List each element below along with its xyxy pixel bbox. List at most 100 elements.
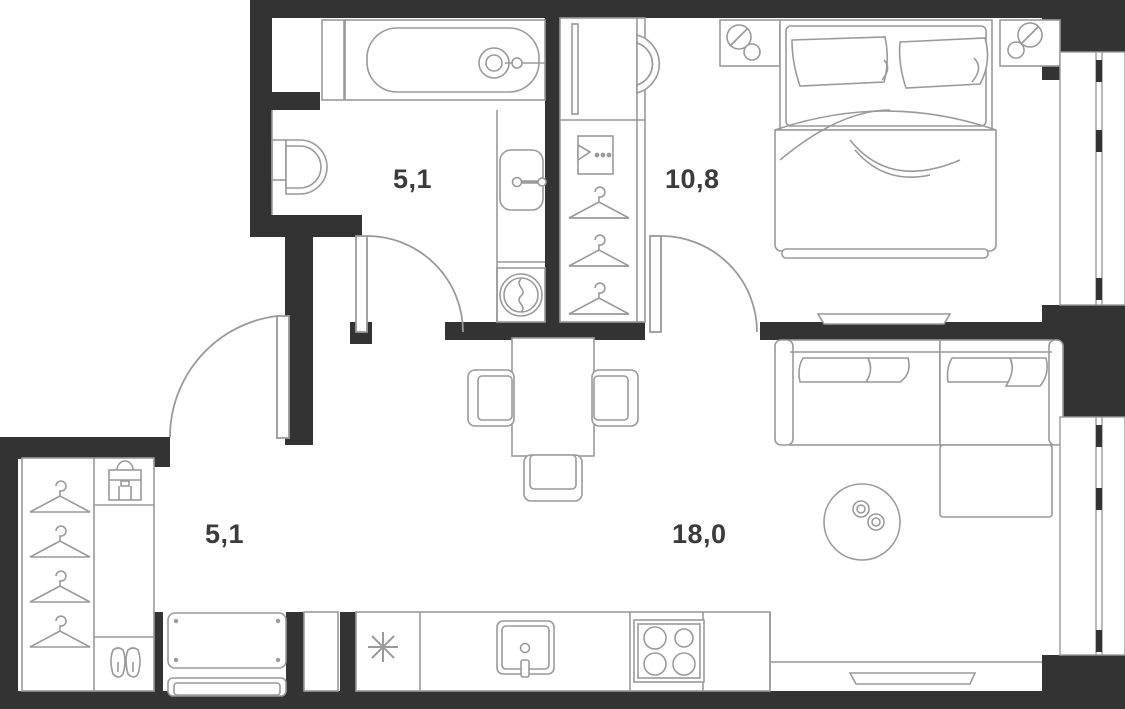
closet-box-dot-1 [594,152,600,158]
bathroom-door-arc [366,235,464,333]
pillow-right [898,37,989,89]
dining-table [511,337,595,457]
sofa-cushion-2b [1004,357,1048,387]
pillow-left [791,36,889,87]
sofa-right-seat [939,339,1053,446]
bathtub-drain-inner [485,54,503,72]
coffee-table [823,483,901,561]
lamp-right-cross [1021,26,1039,44]
wall-bath-alcove [250,92,320,110]
console-dot-1 [173,618,179,624]
bed-duvet-fold-2 [849,139,961,172]
lamp-left-cross [730,28,748,46]
entry-door-reveal [303,611,339,692]
window-living-right [1059,416,1125,656]
closet-hanger-3 [568,282,630,315]
sofa-cushion-1b [864,357,910,383]
kitchen-units [355,611,1042,692]
bathroom-door-leaf[interactable] [355,235,368,333]
closet-box-dot-2 [600,152,606,158]
dining-chair-left [467,369,515,427]
coffee-table-object-1-inner [856,504,866,514]
room-label-bathroom: 5,1 [393,164,433,194]
washing-machine-drum-swirl [518,278,524,313]
radiator-living [848,672,977,685]
closet-hanger-2 [568,234,630,267]
bed-duvet-top-curve [774,110,997,131]
closet-box-flap [577,143,592,162]
hall-hanger-1 [29,480,91,513]
sofa-cushion-2 [946,357,1014,383]
bathroom-door[interactable] [355,235,464,333]
refrigerator-icon [368,632,398,662]
cooktop-burner-2 [674,628,694,648]
pillow-right-crease [971,57,980,83]
sofa-cushion-1 [798,357,872,383]
closet-unit [559,17,661,323]
wall-kitchen-stub-2 [286,612,304,691]
dining-chair-bottom [523,454,583,502]
cooktop-burner-1 [643,626,667,650]
wall-bath-left [250,0,272,232]
entry-door[interactable] [169,315,290,439]
washbasin-drain [511,176,523,188]
bed-foot-lip [781,248,989,259]
cooktop-burner-3 [643,652,667,676]
lamp-left-base [743,43,761,61]
doors-group [169,235,758,439]
entry-door-leaf[interactable] [276,315,290,439]
hallway-furniture [21,457,339,697]
accent-chair-seat [636,41,654,87]
sofa-chaise [939,444,1053,518]
kitchen-counter-run [355,611,771,692]
cooktop-burner-4 [672,652,696,676]
bathtub-side-panel [321,19,345,101]
lamp-right-base [1007,41,1025,59]
bedroom-door-arc [660,235,758,333]
console-lower-shelf-inner [173,682,281,696]
entry-door-arc [169,315,278,438]
hall-hanger-2 [29,525,91,558]
closet-box-dot-3 [606,152,612,158]
wall-hall-top [0,437,170,459]
bedroom-furniture [719,19,1061,325]
coffee-table-object-2-inner [871,517,881,527]
room-label-bedroom: 10,8 [665,164,720,194]
wall-bath-right [545,18,560,336]
dining-chair-right [591,369,639,427]
radiator-bedroom [816,313,952,325]
hall-hanger-3 [29,570,91,603]
bed-duvet [774,129,997,252]
closet-rail [571,23,579,115]
console-dot-3 [173,657,179,663]
kitchen-sink-faucet [520,659,530,678]
dining-set [467,337,639,502]
bathtub-faucet-knob [511,57,523,69]
console-dot-4 [275,657,281,663]
wall-top [250,0,1060,18]
hall-hanger-4 [29,615,91,648]
toilet-seat [285,145,322,189]
room-label-living: 18,0 [672,519,727,549]
shoes-icon [110,647,141,678]
sofa-left-seat [789,339,941,446]
sofa-arm-left [774,339,794,446]
wall-closet-bottom [445,322,645,340]
console-table-top [167,612,287,669]
window-bedroom-right [1059,51,1125,306]
washbasin-faucet-head [537,177,547,187]
bathroom-fixtures [271,19,547,323]
bedroom-door-leaf[interactable] [649,235,662,333]
pillow-left-crease [881,59,889,81]
wall-bedroom-bottom [760,322,1050,340]
room-label-hallway: 5,1 [205,519,245,549]
bed-duvet-fold-3 [854,149,931,178]
bed-duvet-fold-1 [779,109,891,161]
living-furniture [774,339,1064,685]
wall-hall-left [0,437,18,709]
toilet-tank [271,139,287,181]
wall-kitchen-stub-3 [340,612,356,691]
bedroom-door[interactable] [649,235,758,333]
